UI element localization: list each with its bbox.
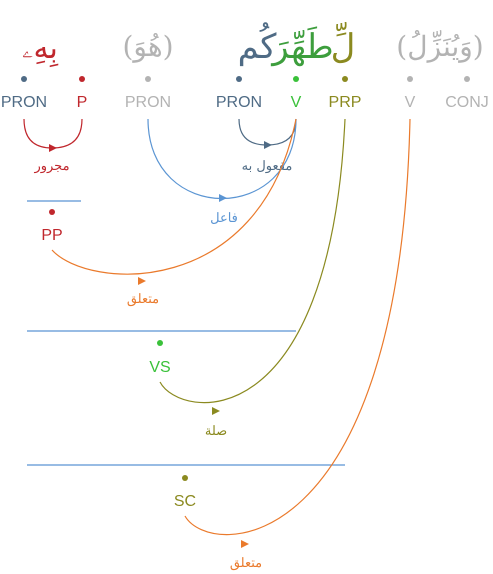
dot-sc xyxy=(182,475,188,481)
arc-mutaalliq-2 xyxy=(184,118,411,536)
label-mutaalliq-1: متعلق xyxy=(127,292,159,307)
label-majrur: مجرور xyxy=(33,159,69,174)
dot-pron-1 xyxy=(21,76,27,82)
dot-vs xyxy=(157,340,163,346)
tag-conj: CONJ xyxy=(445,94,489,111)
word-li: لِّ xyxy=(331,21,356,67)
dot-prp xyxy=(342,76,348,82)
tag-v-1: V xyxy=(291,94,302,111)
label-mafool-bih: مفعول به xyxy=(242,159,293,174)
dot-pp xyxy=(49,209,55,215)
word-kum: كُم xyxy=(238,22,278,67)
tag-pron-2: PRON xyxy=(125,94,171,111)
arc-mutaalliq-1 xyxy=(51,118,297,275)
tag-pron-1: PRON xyxy=(1,94,47,111)
arrowhead-sila xyxy=(212,407,220,415)
tag-pron-3: PRON xyxy=(216,94,262,111)
arrowhead-majrur xyxy=(49,144,57,152)
dot-v-2 xyxy=(407,76,413,82)
arrowhead-mutaalliq-2 xyxy=(241,540,249,548)
arrowhead-fail xyxy=(219,194,227,202)
dot-p xyxy=(79,76,85,82)
tag-v-2: V xyxy=(405,94,416,111)
arc-sila xyxy=(159,118,346,404)
arrowhead-mutaalliq-1 xyxy=(138,277,146,285)
dot-conj xyxy=(464,76,470,82)
phrase-pp: PP xyxy=(41,227,62,244)
label-fail: فاعل xyxy=(210,211,238,226)
arc-mafool-bih xyxy=(238,118,297,146)
label-mutaalliq-2: متعلق xyxy=(230,556,262,571)
arrowhead-mafool-bih xyxy=(264,141,272,149)
word-huwa: (هُوَ) xyxy=(122,30,173,63)
tag-prp: PRP xyxy=(329,94,362,111)
dot-pron-2 xyxy=(145,76,151,82)
word-bihi: بِهِۦ xyxy=(22,31,58,68)
word-wayunazzilu: (وَيُنَزِّلُ) xyxy=(396,30,483,63)
arc-majrur xyxy=(23,118,83,149)
dot-pron-3 xyxy=(236,76,242,82)
tag-p: P xyxy=(77,94,88,111)
label-sila: صلة xyxy=(205,424,227,439)
word-tahhira: طَهِّرَ xyxy=(270,26,334,67)
phrase-sc: SC xyxy=(174,493,196,510)
dot-v-1 xyxy=(293,76,299,82)
phrase-vs: VS xyxy=(149,359,170,376)
